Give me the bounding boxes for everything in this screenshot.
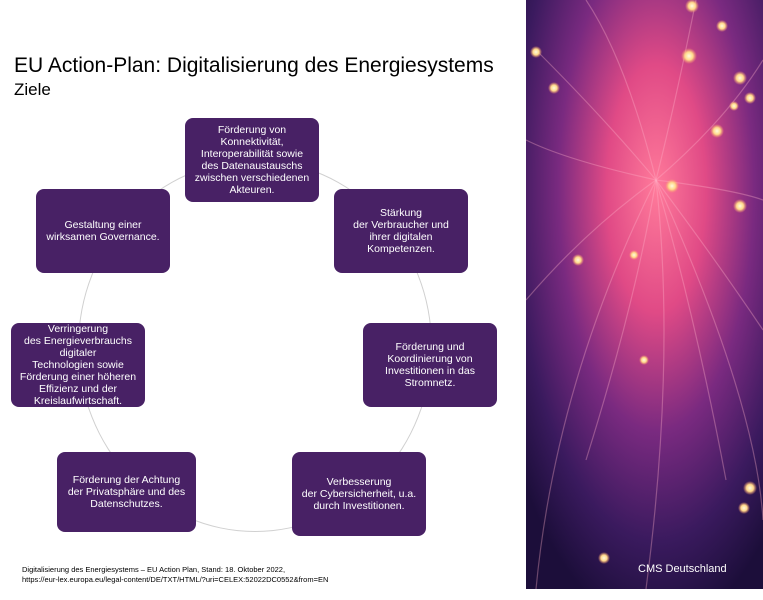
fiber-optic-illustration xyxy=(526,0,763,589)
goal-energy-efficiency-label: Verringerung des Energieverbrauchs digit… xyxy=(19,323,137,407)
footnote-line-2: https://eur-lex.europa.eu/legal-content/… xyxy=(22,575,329,584)
slide-subtitle: Ziele xyxy=(14,80,51,99)
footnote-line-1: Digitalisierung des Energiesystems – EU … xyxy=(22,565,286,574)
source-footnote: Digitalisierung des Energiesystems – EU … xyxy=(22,565,328,585)
goal-privacy: Förderung der Achtung der Privatsphäre u… xyxy=(57,452,196,532)
goal-cybersecurity: Verbesserung der Cybersicherheit, u.a. d… xyxy=(292,452,426,536)
goal-grid-investment-label: Förderung und Koordinierung von Investit… xyxy=(385,341,475,389)
goal-grid-investment: Förderung und Koordinierung von Investit… xyxy=(363,323,497,407)
slide-title: EU Action-Plan: Digitalisierung des Ener… xyxy=(14,54,494,77)
goal-privacy-label: Förderung der Achtung der Privatsphäre u… xyxy=(67,474,186,510)
goal-energy-efficiency: Verringerung des Energieverbrauchs digit… xyxy=(11,323,145,407)
goal-governance: Gestaltung einer wirksamen Governance. xyxy=(36,189,170,273)
goal-cybersecurity-label: Verbesserung der Cybersicherheit, u.a. d… xyxy=(301,476,417,512)
goal-governance-label: Gestaltung einer wirksamen Governance. xyxy=(46,219,160,243)
goal-consumer-empowerment-label: Stärkung der Verbraucher und ihrer digit… xyxy=(353,207,449,255)
brand-label: CMS Deutschland xyxy=(638,563,727,575)
goal-consumer-empowerment: Stärkung der Verbraucher und ihrer digit… xyxy=(334,189,468,273)
fiber-optic-photo xyxy=(526,0,763,589)
goal-connectivity: Förderung von Konnektivität, Interoperab… xyxy=(185,118,319,202)
goal-connectivity-label: Förderung von Konnektivität, Interoperab… xyxy=(194,124,310,196)
